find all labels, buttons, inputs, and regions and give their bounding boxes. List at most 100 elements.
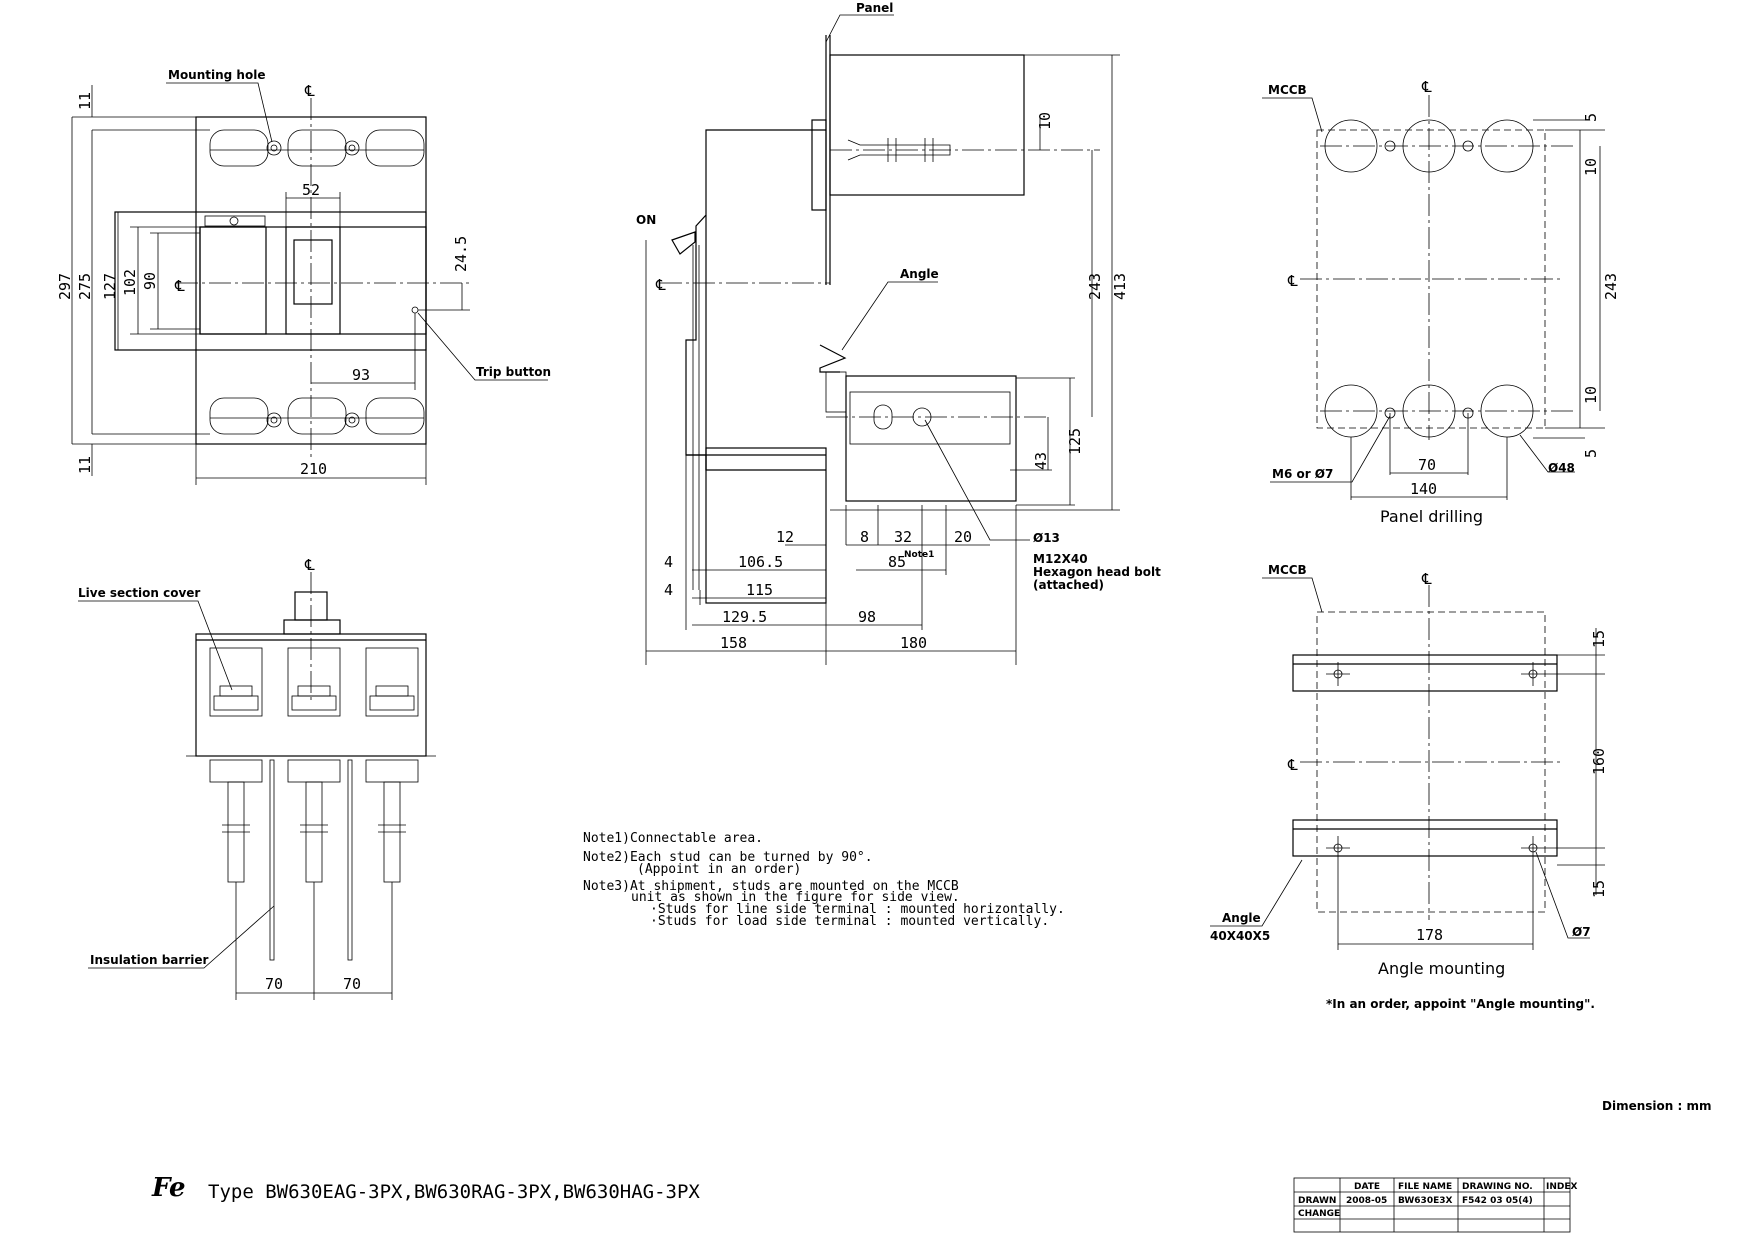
dia7-leader [1535,851,1590,939]
type-line: Type BW630EAG-3PX,BW630RAG-3PX,BW630HAG-… [208,1181,700,1203]
tb-file-name: BW630E3X [1398,1196,1452,1206]
dimension-unit: Dimension : mm [1602,1099,1711,1113]
angle-mounting-caption: Angle mounting [1378,959,1505,978]
dim-43: 43 [1032,452,1050,470]
lower-terminal-area [845,375,1017,502]
dim-10-bottom: 10 [1582,386,1600,404]
mccb-label-1: MCCB [1268,83,1307,97]
note-line-4: Note3)At shipment, studs are mounted on … [583,879,959,894]
bolt-desc-label: Hexagon head bolt [1033,565,1161,579]
front-dimension-lines [71,85,470,485]
mccb-leader-1 [1262,97,1323,133]
front-view: Mounting hole Trip button ℄ ℄ 297 275 12… [56,68,551,485]
side-body-outline [685,129,826,471]
tb-change: CHANGE [1298,1209,1340,1219]
live-section-cover-label: Live section cover [78,586,200,600]
title-block: DATE FILE NAME DRAWING NO. INDEX DRAWN C… [1293,1177,1577,1233]
dia48-label: Ø48 [1548,461,1575,475]
dim-102: 102 [121,269,139,296]
dim-243: 243 [1086,273,1104,300]
trip-button-mark [411,306,419,314]
dim-32: 32 [894,528,912,546]
front-handle-window [285,226,341,335]
panel-label: Panel [856,1,893,15]
tb-drawing-no: F542 03 05(4) [1462,1196,1533,1206]
note1-tag: Note1 [904,550,934,560]
dim-160: 160 [1590,748,1608,775]
tb-date: 2008-05 [1346,1196,1387,1206]
insulation-barrier-left [269,759,275,961]
on-label: ON [636,213,656,227]
dim-15-bottom: 15 [1590,880,1608,898]
dim-5-bottom: 5 [1582,449,1600,458]
angle-dimension-lines [1337,628,1605,950]
bottom-terminals [209,759,419,900]
side-view: Panel Angle ON ℄ Ø13 M12X40 Hexagon head… [636,1,1161,665]
tb-drawn: DRAWN [1298,1196,1336,1206]
bolt-dia-label: Ø13 [1033,531,1060,545]
insulation-barrier-right [347,759,353,961]
insulation-barrier-label: Insulation barrier [90,953,208,967]
drilling-centerline-mark-h: ℄ [1287,272,1298,290]
front-handle-lever [293,239,333,305]
note-line-1: Note1)Connectable area. [583,831,763,846]
dim-210: 210 [300,460,327,478]
angle-mounting-footnote: *In an order, appoint "Angle mounting". [1326,997,1595,1011]
dim-11-bottom: 11 [76,456,94,474]
angle-holes [1326,662,1545,860]
angle-bracket [819,344,847,373]
side-dimension-lines [645,54,1120,665]
insulation-barrier-leader [88,905,275,969]
dim-52: 52 [302,181,320,199]
angle-centerline-mark: ℄ [1421,570,1432,588]
front-handle-frame [199,226,427,335]
dim-90: 90 [141,272,159,290]
front-centerline-mark: ℄ [304,82,315,100]
notes-block: Note1)Connectable area. Note2)Each stud … [583,831,1065,929]
dim-70-drill: 70 [1418,456,1436,474]
side-lower-body [705,447,827,604]
bottom-centerline-mark: ℄ [304,556,315,574]
live-section-covers [209,647,419,717]
angle-label-2: Angle [1222,911,1261,925]
hole-leader [1270,415,1391,483]
front-screw [229,216,239,226]
angle-leader [841,281,938,351]
dim-275: 275 [76,273,94,300]
mounting-hole-label: Mounting hole [168,68,265,82]
bottom-view: Live section cover Insulation barrier ℄ … [78,556,436,1000]
note-line-7: ·Studs for load side terminal : mounted … [650,914,1049,929]
dim-70-right: 70 [343,975,361,993]
angle-mounting-view: MCCB Angle 40X40X5 Ø7 ℄ ℄ 15 160 15 178 … [1210,563,1608,1011]
upper-angle-bar [1292,654,1558,692]
trip-button-leader [417,312,548,381]
dim-15-top: 15 [1590,630,1608,648]
tb-header-date: DATE [1354,1182,1380,1192]
dim-4-lower: 4 [664,581,673,599]
front-top-terminals [209,129,425,167]
dim-129-5: 129.5 [722,608,767,626]
dim-98: 98 [858,608,876,626]
lower-stud [849,391,1011,445]
bolt-leader [924,419,1030,541]
tb-header-file: FILE NAME [1398,1182,1452,1192]
side-centerline-mark: ℄ [655,276,666,294]
panel-leader [825,14,894,43]
dim-11-top: 11 [76,92,94,110]
angle-centerline-mark-h: ℄ [1287,756,1298,774]
angle-size-label: 40X40X5 [1210,929,1270,943]
dim-158: 158 [720,634,747,652]
dim-413: 413 [1111,273,1129,300]
dim-140: 140 [1410,480,1437,498]
dim-12: 12 [776,528,794,546]
drilling-dimension-lines [1350,119,1605,500]
dim-8: 8 [860,528,869,546]
note-line-5: unit as shown in the figure for side vie… [631,890,960,905]
dim-125: 125 [1066,428,1084,455]
panel-drilling-caption: Panel drilling [1380,507,1483,526]
dim-243-drill: 243 [1602,273,1620,300]
front-centerline-mark-h: ℄ [174,277,185,295]
dim-10-top: 10 [1582,158,1600,176]
live-section-cover-leader [78,600,233,691]
